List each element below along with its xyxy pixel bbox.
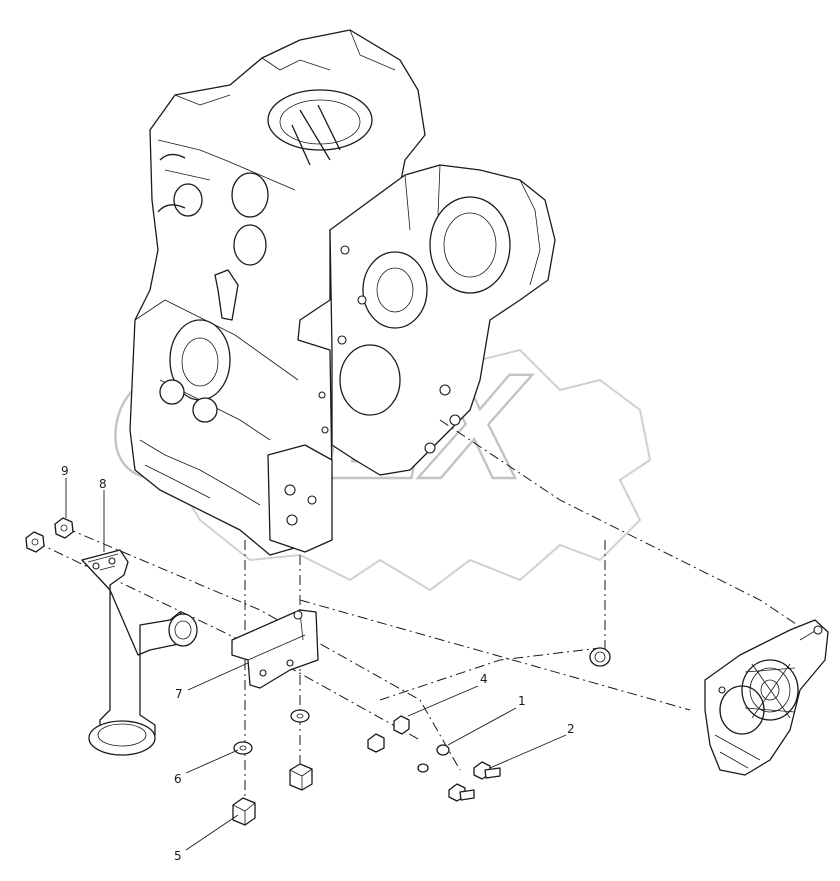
callout-4: 4	[480, 672, 488, 686]
callout-8: 8	[99, 477, 107, 491]
bracket-7	[231, 609, 319, 689]
nut-5	[232, 797, 256, 826]
callout-9: 9	[61, 464, 69, 478]
oil-suction-pipe-8	[81, 549, 198, 756]
spacer	[367, 733, 385, 753]
callout-1: 1	[518, 694, 526, 708]
callout-7: 7	[175, 687, 183, 701]
oil-pump	[704, 619, 829, 776]
o-ring	[589, 647, 611, 667]
washer-1	[436, 744, 450, 756]
nut-left	[25, 531, 45, 553]
nut-upper	[289, 763, 313, 791]
washer-upper	[290, 709, 310, 723]
washer-small	[417, 763, 429, 773]
callout-5: 5	[174, 849, 182, 863]
nut-4	[393, 715, 410, 735]
gear-housing	[318, 164, 556, 476]
engine-block	[129, 29, 426, 556]
nut-9	[54, 517, 74, 539]
bolt-lower	[448, 783, 475, 802]
leader-lines	[65, 478, 567, 851]
bolt-2	[473, 761, 501, 780]
callout-2: 2	[567, 722, 575, 736]
callouts: 9 8 7 4 1 2 6 5	[61, 464, 575, 863]
washer-6	[233, 741, 253, 755]
callout-6: 6	[174, 772, 182, 786]
